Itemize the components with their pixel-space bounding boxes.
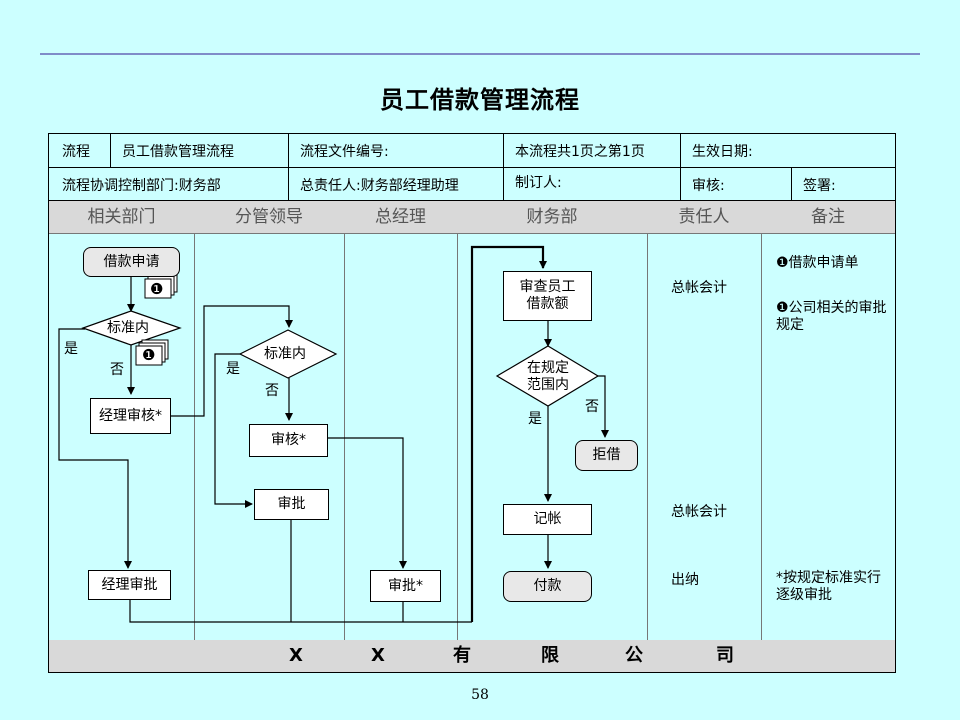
col-gm: 总经理 <box>375 207 426 227</box>
note-text: ❶借款申请单 <box>776 255 859 271</box>
pay-node: 付款 <box>503 571 592 602</box>
gm-approve-node: 审批* <box>370 570 441 602</box>
lane-separator <box>344 233 345 640</box>
doc-marker: ❶ <box>142 346 156 364</box>
decision-label: 标准内 <box>264 346 306 362</box>
responsible-person: 出纳 <box>671 572 699 588</box>
footer-char: 限 <box>541 645 559 666</box>
decision-diamond <box>238 329 338 379</box>
maker: 制订人: <box>515 175 562 191</box>
footer-char: 公 <box>625 645 643 666</box>
column-header-bar <box>49 201 895 233</box>
header-sep <box>680 134 681 200</box>
manager-approve-node: 经理审批 <box>88 570 171 600</box>
review-node: 审核* <box>249 424 328 457</box>
col-responsible: 责任人 <box>678 207 730 227</box>
lane-separator <box>761 233 762 640</box>
responsible-person: 总帐会计 <box>671 504 727 520</box>
doc-marker: ❶ <box>150 280 164 298</box>
coord-dept: 流程协调控制部门:财务部 <box>62 178 221 194</box>
document-icon <box>135 339 169 366</box>
approve-node: 审批 <box>254 489 329 520</box>
note-text: *按规定标准实行逐级审批 <box>776 570 881 603</box>
header-divider-1 <box>49 167 895 168</box>
flowchart-frame <box>48 133 896 673</box>
note-text: ❶公司相关的审批规定 <box>776 300 887 333</box>
decision-diamond <box>495 345 600 407</box>
top-divider <box>40 53 920 55</box>
refuse-node: 拒借 <box>575 440 638 471</box>
decision-diamond <box>81 310 182 346</box>
check-amount-node: 审查员工借款额 <box>503 271 592 321</box>
company-footer-bar <box>49 640 895 672</box>
document-icon <box>144 272 178 299</box>
reviewer: 审核: <box>692 178 725 194</box>
decision-label: 标准内 <box>107 320 149 336</box>
apply-loan-node: 借款申请 <box>83 247 180 277</box>
no-label: 否 <box>585 399 599 415</box>
lane-separator <box>194 233 195 640</box>
footer-char: X <box>371 645 385 666</box>
lane-separator <box>647 233 648 640</box>
yes-label: 是 <box>64 341 78 357</box>
footer-char: 有 <box>453 645 471 666</box>
page-number: 58 <box>471 687 489 703</box>
header-divider-2 <box>49 200 895 201</box>
header-sep <box>503 134 504 200</box>
yes-label: 是 <box>528 411 542 427</box>
doc-number: 流程文件编号: <box>300 144 389 160</box>
no-label: 否 <box>265 383 279 399</box>
decision-label: 在规定范围内 <box>527 360 569 393</box>
header-sep <box>791 167 792 200</box>
page-count: 本流程共1页之第1页 <box>515 144 645 160</box>
effective-date: 生效日期: <box>692 144 753 160</box>
col-finance: 财务部 <box>526 207 578 227</box>
process-label: 流程 <box>62 144 90 160</box>
col-related-dept: 相关部门 <box>87 207 156 227</box>
header-sep <box>288 134 289 200</box>
header-sep <box>110 134 111 167</box>
yes-label: 是 <box>226 361 240 377</box>
col-notes: 备注 <box>811 207 845 227</box>
record-node: 记帐 <box>503 504 592 535</box>
page-title: 员工借款管理流程 <box>380 86 580 114</box>
process-name: 员工借款管理流程 <box>122 144 234 160</box>
signature: 签署: <box>803 178 836 194</box>
footer-char: 司 <box>716 645 734 666</box>
footer-char: X <box>289 645 303 666</box>
owner: 总责任人:财务部经理助理 <box>300 178 459 194</box>
manager-review-node: 经理审核* <box>90 398 171 434</box>
no-label: 否 <box>110 362 124 378</box>
lane-separator <box>457 233 458 640</box>
header-bottom-line <box>49 233 895 234</box>
col-leader: 分管领导 <box>235 207 303 227</box>
responsible-person: 总帐会计 <box>671 280 727 296</box>
